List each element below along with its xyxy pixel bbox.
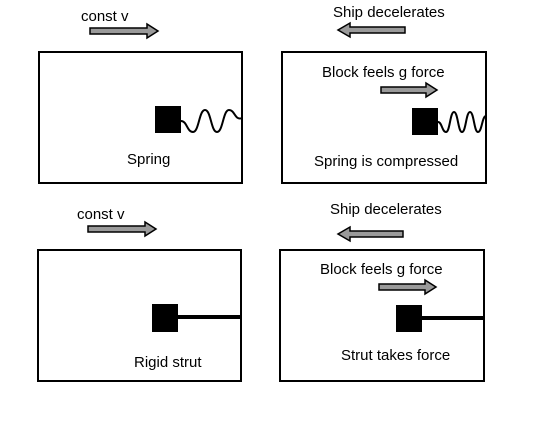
block [152, 304, 178, 332]
caption-rigid-strut: Rigid strut [134, 354, 202, 371]
panel-bottom-left [37, 220, 242, 382]
block [155, 106, 181, 133]
caption-strut-takes-force: Strut takes force [341, 347, 451, 364]
block [396, 305, 422, 332]
heading-const-v: const v [77, 206, 125, 223]
caption-spring: Spring [127, 151, 171, 168]
caption-spring-compressed: Spring is compressed [314, 153, 459, 170]
left-arrow-icon [336, 21, 406, 39]
panel-bottom-right [279, 225, 485, 382]
label-block-feels-g-force: Block feels g force [320, 261, 443, 278]
ship-box [38, 51, 243, 184]
left-arrow-icon [336, 225, 404, 243]
spring-compressed [437, 110, 487, 134]
right-arrow-icon [380, 81, 439, 99]
heading-ship-decelerates: Ship decelerates [333, 4, 445, 21]
right-arrow-icon [378, 278, 438, 296]
heading-ship-decelerates: Ship decelerates [330, 201, 442, 218]
heading-const-v: const v [81, 8, 129, 25]
right-arrow-icon [89, 22, 160, 40]
ship-box [279, 249, 485, 382]
panel-top-left [38, 22, 243, 184]
block [412, 108, 438, 135]
panel-top-right [281, 21, 487, 184]
ship-box [281, 51, 487, 184]
right-arrow-icon [87, 220, 158, 238]
spring [180, 108, 243, 134]
label-block-feels-g-force: Block feels g force [322, 64, 445, 81]
